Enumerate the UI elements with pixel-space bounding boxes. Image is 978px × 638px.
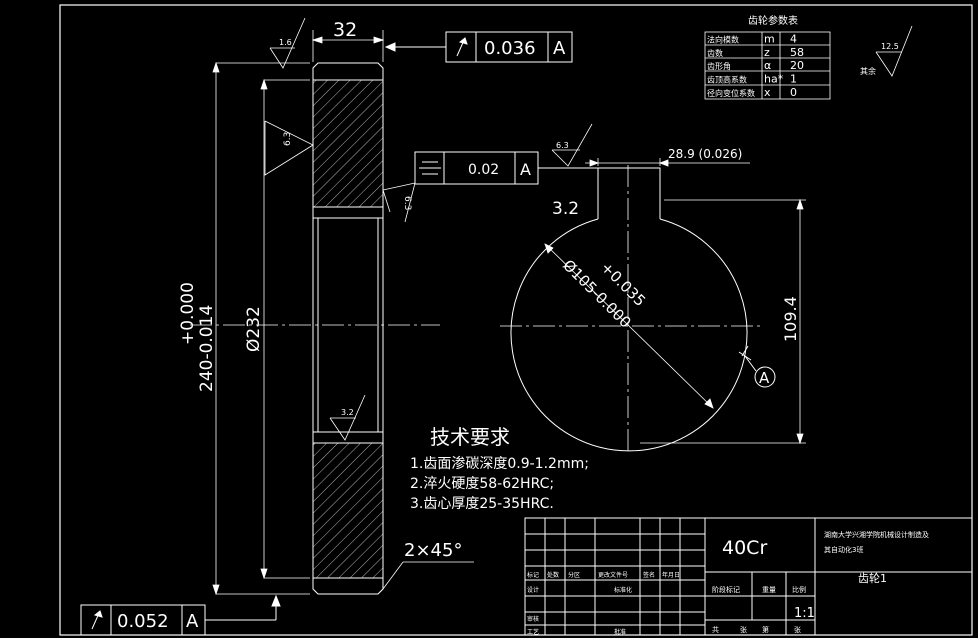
tb-label-design: 设计 — [527, 586, 539, 594]
params-title: 齿轮参数表 — [748, 14, 798, 27]
param-name: 径向变位系数 — [707, 88, 755, 98]
chamfer-leader — [382, 561, 474, 590]
roughness-bore — [329, 394, 366, 441]
param-symbol: m — [764, 32, 775, 45]
datum-a — [738, 345, 776, 388]
param-symbol: α — [764, 59, 771, 72]
symmetry-callout — [414, 151, 598, 185]
tb-label-zone: 分区 — [568, 571, 580, 579]
runout-top-datum: A — [553, 38, 566, 59]
tb-label-change: 更改文件号 — [598, 571, 628, 579]
dim-32 — [311, 30, 385, 62]
param-symbol: ha* — [764, 73, 784, 86]
bore-circle — [510, 218, 748, 452]
tb-label-std: 标准化 — [614, 586, 632, 594]
tech-req-line-1: 1.齿面渗碳深度0.9-1.2mm; — [410, 456, 589, 472]
dim-232 — [260, 78, 310, 580]
param-name: 齿顶高系数 — [707, 75, 747, 85]
roughness-face-text: 1.6 — [279, 38, 292, 47]
dim-109-text: 109.4 — [781, 296, 800, 342]
gear-section — [312, 62, 384, 595]
param-name: 齿数 — [707, 48, 723, 58]
param-value: 4 — [790, 32, 797, 45]
chamfer-text: 2×45° — [404, 540, 462, 561]
tb-label-sign: 签名 — [643, 571, 655, 579]
roughness-tooth-1 — [264, 120, 314, 176]
param-symbol: x — [764, 86, 771, 99]
class-text: 其自动化3班 — [824, 545, 863, 554]
roughness-general-text: 12.5 — [881, 42, 899, 51]
param-value: 20 — [790, 59, 804, 72]
runout-top-value: 0.036 — [484, 38, 536, 59]
tb-label-date: 年月日 — [662, 571, 680, 579]
tb-label-approve: 批准 — [614, 628, 626, 636]
param-name: 法向模数 — [707, 34, 739, 44]
top-tooth-hatch — [313, 80, 383, 207]
roughness-tooth-2-text: 6.3 — [402, 196, 412, 210]
tb-label-weight: 重量 — [762, 586, 776, 594]
dim-3-2-text: 3.2 — [552, 199, 579, 219]
tb-label-mark: 标记 — [527, 571, 539, 579]
params-rows: 法向模数 m 4 齿数 z 58 齿形角 α 20 齿顶高系数 ha* 1 径向变位系数 x 0 — [707, 32, 804, 99]
dim-240-text: 240-0.014 — [197, 305, 217, 392]
tech-req-line-2: 2.淬火硬度58-62HRC; — [410, 476, 554, 492]
material-text: 40Cr — [722, 537, 767, 559]
dim-240-tol-upper: +0.000 — [178, 282, 198, 345]
dim-105 — [544, 243, 714, 409]
symmetry-value: 0.02 — [468, 162, 499, 178]
tb-label-sheet: 张 — [794, 625, 801, 634]
keyway — [597, 167, 661, 219]
roughness-general-label: 其余 — [860, 66, 876, 76]
symmetry-datum: A — [520, 160, 531, 179]
runout-bottom-value: 0.052 — [117, 611, 169, 632]
tb-label-stage: 阶段标记 — [712, 585, 740, 594]
params-table — [704, 31, 831, 100]
title-block — [524, 517, 973, 636]
tb-label-total: 共 — [712, 625, 719, 634]
runout-bottom-datum: A — [186, 611, 199, 632]
roughness-keyway — [551, 123, 593, 167]
roughness-face — [269, 17, 306, 69]
roughness-tooth-1-text: 6.3 — [283, 132, 293, 146]
bottom-tooth-hatch — [313, 443, 383, 578]
dim-240 — [212, 61, 310, 596]
bore-view — [510, 167, 748, 452]
datum-a-text: A — [759, 369, 770, 387]
param-value: 1 — [790, 73, 797, 86]
param-name: 齿形角 — [707, 61, 731, 71]
tb-label-no: 第 — [762, 625, 769, 634]
roughness-general — [875, 25, 913, 77]
tech-req-line-3: 3.齿心厚度25-35HRC. — [410, 496, 554, 512]
dim-109 — [640, 198, 806, 445]
tb-label-count: 处数 — [547, 571, 559, 579]
param-value: 58 — [790, 46, 804, 59]
tb-label-process: 工艺 — [527, 628, 539, 636]
dim-232-text: Ø232 — [244, 306, 264, 352]
param-symbol: z — [764, 46, 770, 59]
tb-label-scale: 比例 — [792, 585, 806, 594]
runout-bottom — [80, 594, 281, 636]
school-text: 湖南大学兴湘学院机械设计制造及 — [824, 530, 929, 539]
dim-32-text: 32 — [333, 19, 357, 41]
runout-top — [384, 31, 573, 63]
roughness-keyway-text: 6.3 — [556, 141, 569, 150]
tech-req-title: 技术要求 — [430, 425, 510, 449]
scale-text: 1:1 — [794, 606, 815, 621]
drawing-border — [59, 4, 973, 636]
tb-label-sheets: 张 — [740, 625, 747, 634]
param-value: 0 — [790, 86, 797, 99]
part-name-text: 齿轮1 — [858, 571, 887, 585]
roughness-bore-text: 3.2 — [341, 408, 354, 417]
tb-label-review: 审核 — [527, 615, 539, 623]
dim-28-9-text: 28.9 (0.026) — [668, 147, 742, 161]
dim-28-9 — [585, 158, 750, 167]
